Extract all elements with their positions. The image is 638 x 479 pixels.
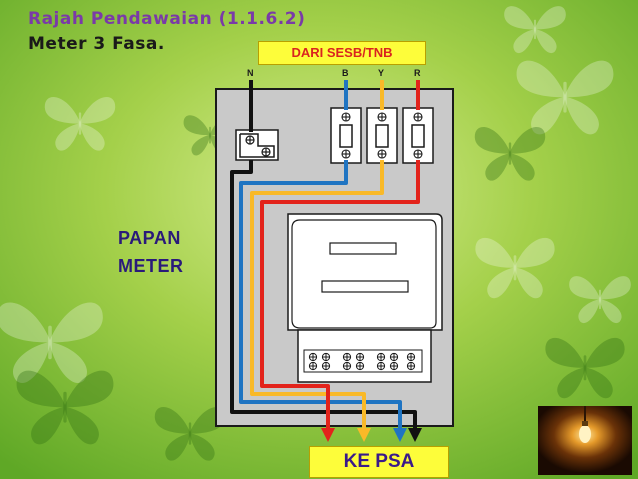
fuse-screws <box>341 112 423 159</box>
neutral-terminal <box>235 129 279 161</box>
source-label-box: DARI SESB/TNB <box>258 41 426 65</box>
panel-label-line1: PAPAN <box>118 228 181 248</box>
wire-label-neutral: N <box>247 68 254 78</box>
wire-label-blue: B <box>342 68 349 78</box>
incoming-wires <box>249 80 420 132</box>
terminal-icon <box>308 352 416 371</box>
slide-title: Rajah Pendawaian (1.1.6.2) <box>28 9 306 29</box>
wire-label-red: R <box>414 68 421 78</box>
wire-label-yellow: Y <box>378 68 385 78</box>
destination-label-box: KE PSA <box>309 446 449 478</box>
panel-wiring <box>230 160 420 430</box>
slide-subtitle: Meter 3 Fasa. <box>28 34 165 54</box>
panel-label-line2: METER <box>118 256 184 276</box>
output-arrows <box>321 428 422 442</box>
light-bulb-icon <box>538 406 632 475</box>
